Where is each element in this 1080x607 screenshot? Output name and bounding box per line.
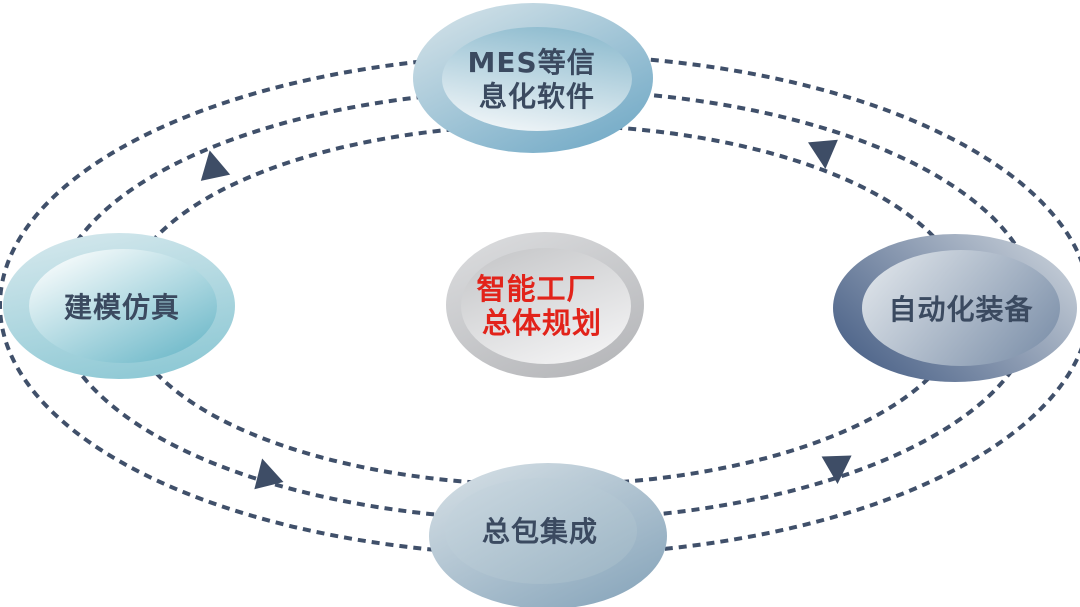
node-center-overall-planning: 智能工厂 总体规划 [446,232,644,378]
flow-arrows [200,139,852,490]
node-bottom-surface [445,478,637,584]
node-center-label-line2: 总体规划 [482,306,602,340]
node-top-label: MES等信 息化软件 [468,46,607,113]
node-right-automation-equipment: 自动化装备 [833,234,1077,382]
node-left-surface [29,249,217,363]
node-right-label: 自动化装备 [888,293,1033,326]
node-left-modeling-simulation: 建模仿真 [3,233,235,379]
node-center-label: 智能工厂 总体规划 [476,272,607,340]
node-top-label-line1: MES等信 [468,46,596,79]
node-top-surface [442,27,632,131]
node-bottom-label: 总包集成 [482,515,598,548]
node-center-label-line1: 智能工厂 [476,272,596,306]
flow-arrow-bottom-right [821,455,852,484]
node-bottom-integration: 总包集成 [429,463,667,607]
node-right-surface [862,250,1060,366]
node-top-label-line2: 息化软件 [479,80,595,113]
node-center-surface [461,248,631,364]
node-left-label: 建模仿真 [64,291,180,324]
flow-arrow-bottom-left [254,458,284,490]
node-top-mes-software: MES等信 息化软件 [413,3,653,153]
flow-arrow-top-left [200,150,231,181]
flow-arrow-top-right [808,139,838,169]
